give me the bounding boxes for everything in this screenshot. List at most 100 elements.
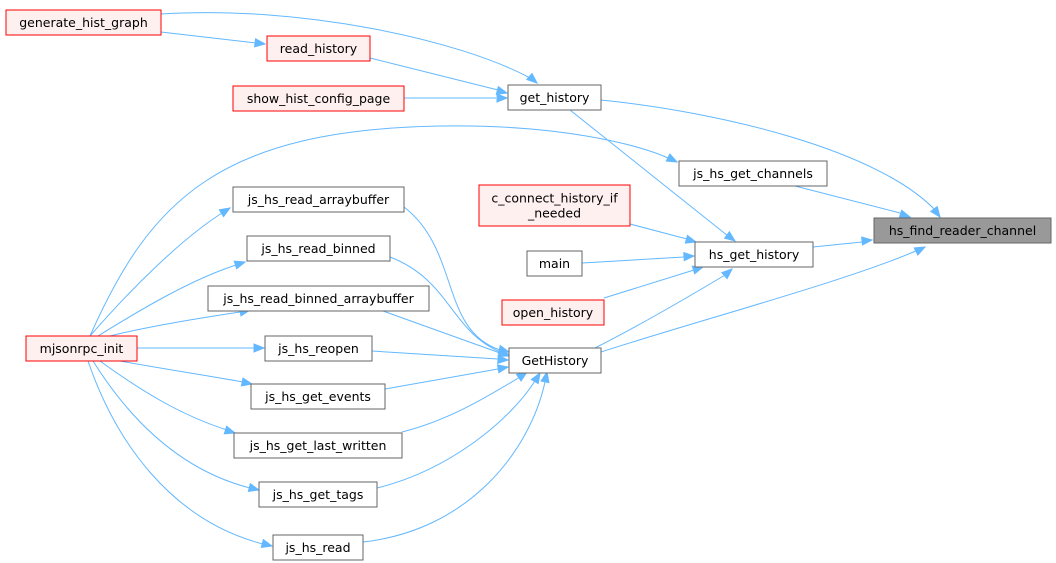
node-js-hs-get-channels[interactable]: js_hs_get_channels (678, 160, 828, 187)
edge-line (97, 264, 237, 337)
node-js-hs-read-binned[interactable]: js_hs_read_binned (246, 235, 391, 262)
arrowhead-icon (723, 230, 737, 242)
node-label: generate_hist_graph (19, 15, 148, 30)
arrowhead-icon (240, 377, 254, 387)
node-js-hs-read-arraybuffer[interactable]: js_hs_read_arraybuffer (232, 186, 405, 213)
node-show-hist-config-page[interactable]: show_hist_config_page (232, 85, 405, 112)
node-open-history[interactable]: open_history (501, 299, 605, 326)
arrowhead-icon (720, 268, 734, 280)
edge-line (89, 212, 223, 337)
edge-line (812, 241, 863, 248)
edge-js_hs_read_arraybuffer-to-GetHistory (403, 206, 511, 354)
edge-get_history-to-hs_find_reader_channel (600, 99, 941, 219)
edge-line (594, 274, 726, 349)
node-get-history[interactable]: get_history (507, 84, 602, 111)
node-label: hs_get_history (709, 247, 800, 262)
node-read-history[interactable]: read_history (266, 35, 371, 62)
node-label: js_hs_read (284, 540, 350, 555)
arrowhead-icon (495, 85, 509, 95)
edge-mjsonrpc_init-to-js_hs_get_last_written (99, 360, 237, 435)
node-label: js_hs_read_arraybuffer (247, 192, 390, 207)
node-label: js_hs_get_tags (272, 487, 364, 502)
edge-js_hs_get_events-to-GetHistory (384, 364, 510, 390)
node-hs-get-history[interactable]: hs_get_history (694, 241, 814, 268)
edge-line (87, 360, 264, 545)
node-box (873, 217, 1052, 244)
edge-show_hist_config_page-to-get_history (404, 93, 509, 103)
edge-js_hs_read-to-GetHistory (362, 370, 550, 543)
edge-line (371, 350, 499, 360)
arrowhead-icon (247, 482, 261, 492)
edge-js_hs_reopen-to-GetHistory (371, 350, 510, 365)
node-box (678, 160, 828, 187)
node-gethistory[interactable]: GetHistory (508, 347, 602, 374)
node-js-hs-get-events[interactable]: js_hs_get_events (250, 383, 386, 410)
node-box (266, 35, 371, 62)
edge-mjsonrpc_init-to-js_hs_get_tags (92, 360, 261, 492)
edge-js_hs_read_binned_arraybuffer-to-GetHistory (382, 310, 511, 357)
node-box (25, 335, 138, 362)
edge-line (600, 249, 919, 353)
node-mjsonrpc-init[interactable]: mjsonrpc_init (25, 335, 138, 362)
node-box (264, 335, 373, 362)
node-box (501, 299, 605, 326)
arrowhead-icon (525, 72, 539, 84)
edge-mjsonrpc_init-to-js_hs_read_binned_arraybuffer (109, 307, 252, 337)
edge-line (160, 31, 257, 44)
edge-line (600, 99, 938, 213)
edge-line (160, 12, 531, 79)
edge-GetHistory-to-hs_get_history (594, 268, 734, 349)
edge-get_history-to-hs_get_history (569, 109, 737, 242)
arrowhead-icon (253, 343, 266, 353)
node-label: _needed (527, 206, 581, 221)
node-box (526, 250, 583, 277)
node-box (207, 285, 430, 312)
edge-line (389, 256, 501, 353)
edge-line (384, 368, 499, 390)
arrowhead-icon (218, 207, 232, 218)
node-box (694, 241, 814, 268)
edge-mjsonrpc_init-to-js_hs_read_arraybuffer (89, 207, 232, 337)
node-label: js_hs_reopen (277, 341, 359, 356)
edge-line (603, 269, 695, 299)
edge-mjsonrpc_init-to-js_hs_get_channels (89, 125, 679, 337)
node-js-hs-read-binned-arraybuffer[interactable]: js_hs_read_binned_arraybuffer (207, 285, 430, 312)
arrowhead-icon (913, 246, 927, 256)
node-hs-find-reader-channel[interactable]: hs_find_reader_channel (873, 217, 1052, 244)
node-main[interactable]: main (526, 250, 583, 277)
arrowhead-icon (665, 153, 679, 163)
edge-js_hs_get_channels-to-hs_find_reader_channel (794, 185, 912, 219)
node-label: open_history (513, 305, 594, 320)
node-js-hs-read[interactable]: js_hs_read (272, 534, 364, 561)
arrowhead-icon (684, 234, 698, 244)
edge-line (569, 109, 729, 237)
node-c-connect-history-if-needed[interactable]: c_connect_history_if_needed (478, 184, 631, 227)
node-label: js_hs_read_binned (260, 241, 375, 256)
node-label: js_hs_get_events (264, 389, 371, 404)
node-box (250, 383, 386, 410)
node-js-hs-reopen[interactable]: js_hs_reopen (264, 335, 373, 362)
edge-line (369, 57, 499, 91)
edge-mjsonrpc_init-to-js_hs_get_events (119, 360, 254, 387)
node-box (508, 347, 602, 374)
node-box (507, 84, 602, 111)
node-js-hs-get-last-written[interactable]: js_hs_get_last_written (233, 432, 403, 459)
node-generate-hist-graph[interactable]: generate_hist_graph (5, 9, 162, 36)
node-box (233, 432, 403, 459)
edge-line (362, 381, 546, 543)
node-label: hs_find_reader_channel (889, 223, 1036, 238)
edge-mjsonrpc_init-to-js_hs_reopen (137, 343, 266, 353)
arrowhead-icon (497, 354, 510, 365)
edge-line (89, 125, 669, 337)
node-box (272, 534, 364, 561)
node-box (5, 9, 162, 36)
node-box (478, 184, 631, 227)
node-label: read_history (280, 41, 358, 56)
node-js-hs-get-tags[interactable]: js_hs_get_tags (258, 481, 378, 508)
node-box (258, 481, 378, 508)
arrowhead-icon (861, 236, 874, 246)
edge-read_history-to-get_history (369, 57, 509, 95)
edge-line (119, 360, 244, 383)
arrowhead-icon (929, 205, 941, 219)
